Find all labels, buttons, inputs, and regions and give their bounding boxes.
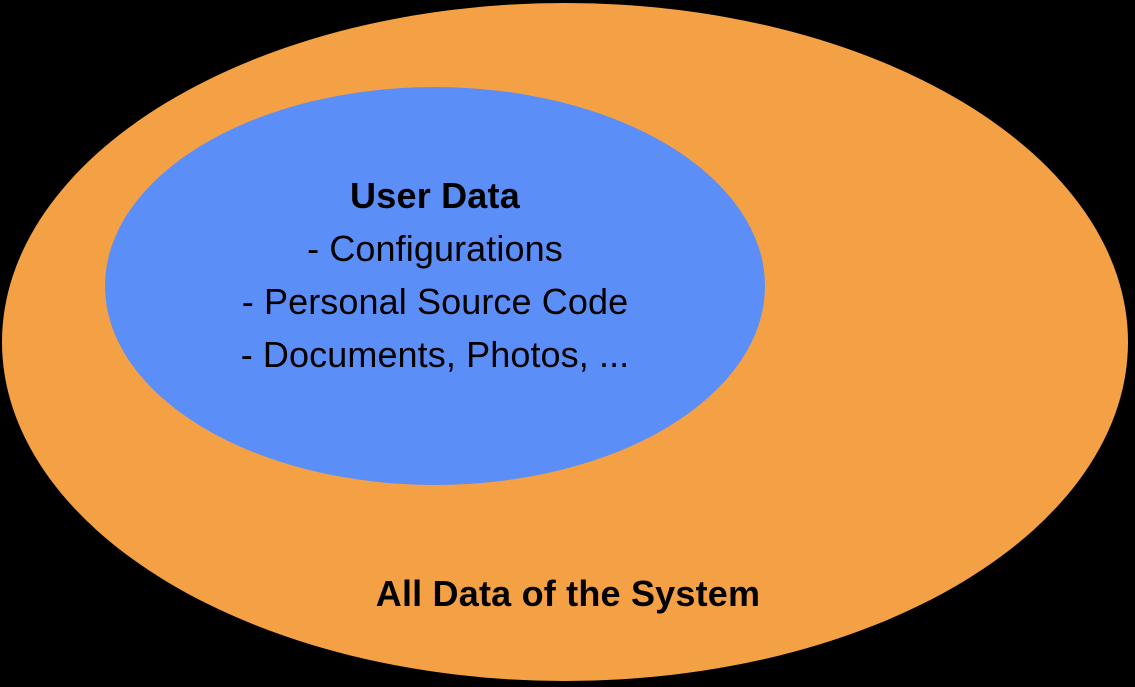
inner-ellipse-user-data[interactable] <box>105 87 765 485</box>
